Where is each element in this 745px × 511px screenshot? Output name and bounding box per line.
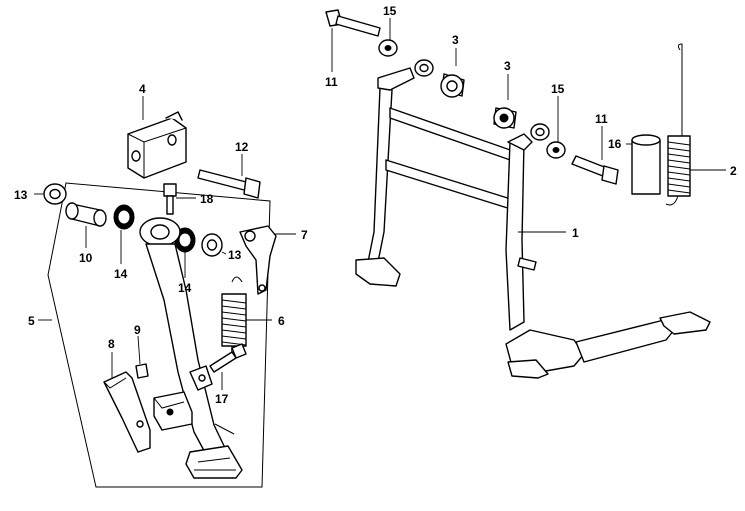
dust-seal-14-left bbox=[113, 204, 135, 230]
stand-mount-block bbox=[153, 391, 193, 431]
callout-15b: 15 bbox=[551, 82, 565, 96]
callout-3a: 3 bbox=[452, 33, 459, 47]
callout-14b: 14 bbox=[178, 281, 192, 295]
collar-10 bbox=[65, 202, 107, 227]
side-stand-assembly bbox=[43, 111, 277, 488]
leader-13b bbox=[221, 251, 227, 255]
leader-9 bbox=[137, 335, 141, 365]
pivot-bolt-12 bbox=[197, 169, 261, 199]
callout-7: 7 bbox=[301, 228, 308, 242]
washer-15-top bbox=[378, 39, 398, 57]
callout-9: 9 bbox=[134, 323, 141, 337]
bolt-11-right bbox=[571, 155, 619, 185]
washer-13-right bbox=[201, 233, 223, 257]
callout-5: 5 bbox=[28, 314, 35, 328]
callout-1: 1 bbox=[572, 226, 579, 240]
washer-13-left bbox=[43, 183, 67, 205]
main-stand-1 bbox=[355, 59, 711, 379]
bolt-18 bbox=[163, 183, 177, 215]
main-stand-assembly bbox=[325, 9, 711, 379]
callout-6: 6 bbox=[278, 314, 285, 328]
bolt-11-top bbox=[325, 9, 381, 37]
callout-16: 16 bbox=[608, 137, 622, 151]
callout-18: 18 bbox=[200, 192, 214, 206]
bolt-17 bbox=[209, 343, 247, 373]
collar-16 bbox=[631, 134, 661, 195]
bracket-4 bbox=[127, 111, 187, 179]
screw-9 bbox=[135, 363, 149, 379]
callout-labels: 1 2 3 3 4 5 6 7 8 9 10 11 11 12 13 13 14… bbox=[14, 4, 737, 406]
callout-3b: 3 bbox=[504, 59, 511, 73]
callout-13a: 13 bbox=[14, 188, 28, 202]
spring-2 bbox=[665, 43, 691, 206]
callout-11b: 11 bbox=[595, 112, 608, 126]
side-stand-bar bbox=[139, 217, 243, 479]
callout-10: 10 bbox=[79, 251, 93, 265]
hook-plate-7 bbox=[239, 225, 277, 295]
collar-3-right bbox=[493, 107, 517, 129]
callout-14a: 14 bbox=[114, 267, 128, 281]
washer-15-right bbox=[546, 141, 566, 159]
leader-lines bbox=[34, 18, 726, 390]
rubber-pad-8 bbox=[103, 371, 151, 453]
callout-4: 4 bbox=[139, 82, 146, 96]
collar-3-left bbox=[440, 73, 465, 98]
callout-8: 8 bbox=[108, 337, 115, 351]
callout-11a: 11 bbox=[325, 75, 338, 89]
callout-17: 17 bbox=[215, 392, 229, 406]
callout-12: 12 bbox=[235, 140, 249, 154]
callout-13b: 13 bbox=[228, 248, 242, 262]
callout-2: 2 bbox=[730, 164, 737, 178]
callout-15a: 15 bbox=[383, 4, 397, 18]
